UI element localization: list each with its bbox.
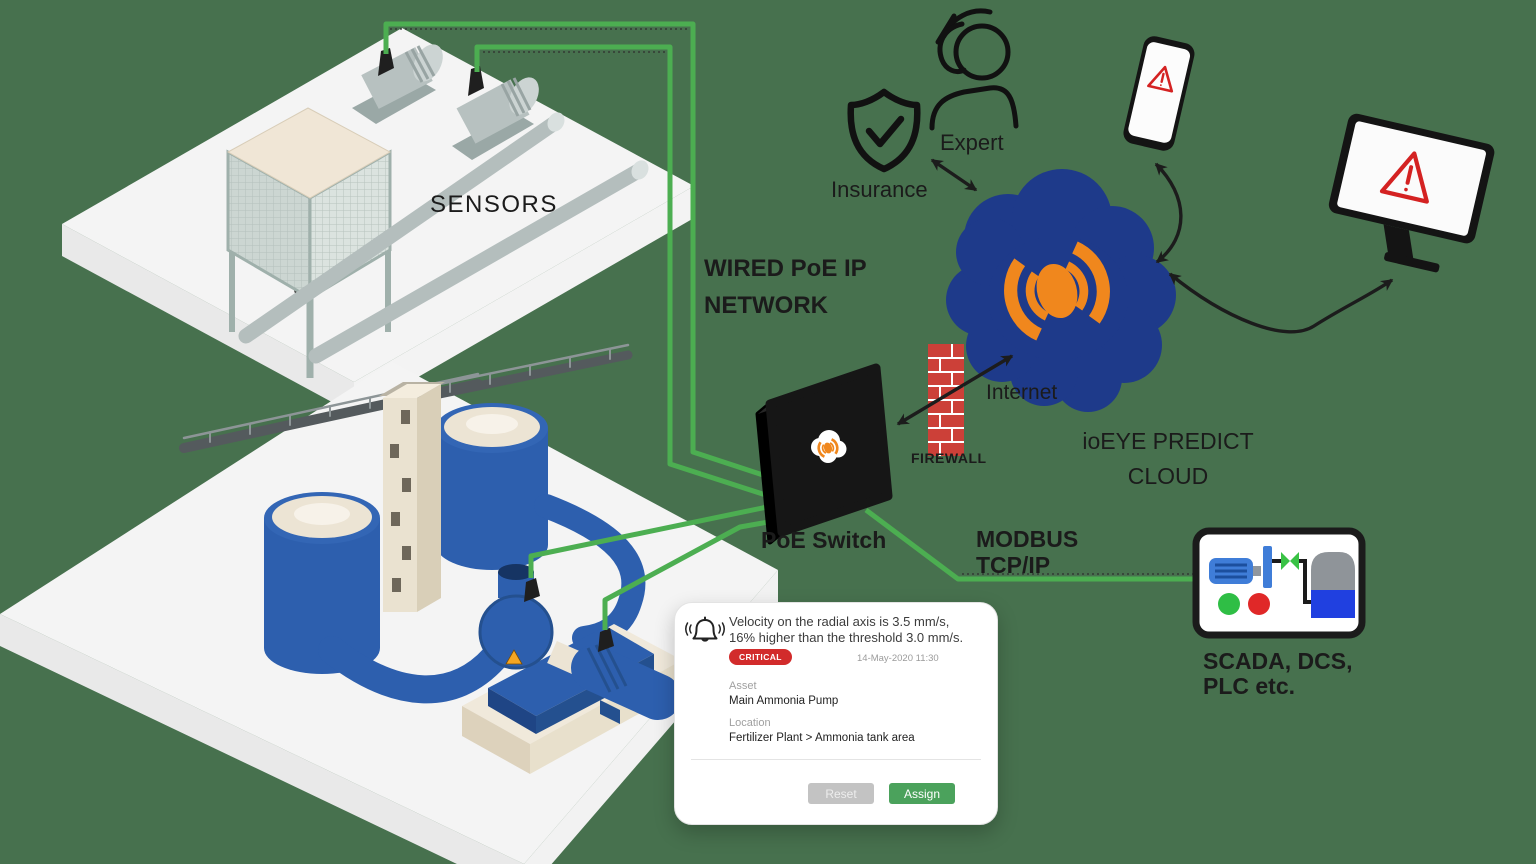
wired-network-line1: WIRED PoE IP: [704, 255, 867, 282]
alert-message: Velocity on the radial axis is 3.5 mm/s,…: [729, 614, 987, 645]
cloud-name-line1: ioEYE PREDICT: [1082, 428, 1254, 454]
internet-label: Internet: [986, 381, 1058, 404]
asset-label: Asset: [729, 680, 757, 692]
card-divider: [691, 759, 981, 760]
alert-message-line2: 16% higher than the threshold 3.0 mm/s.: [729, 629, 964, 645]
cloud-name-label: ioEYE PREDICT CLOUD: [1080, 424, 1256, 494]
assign-button[interactable]: Assign: [889, 783, 955, 804]
alert-notification-card: Velocity on the radial axis is 3.5 mm/s,…: [674, 602, 998, 825]
alert-message-line1: Velocity on the radial axis is 3.5 mm/s,: [729, 614, 950, 629]
firewall-brick-icon: [928, 344, 964, 456]
warning-triangle-icon: [1147, 65, 1174, 93]
ammonia-tank-illustration: [436, 403, 548, 570]
expert-label: Expert: [940, 130, 1004, 155]
firewall-label: FIREWALL: [911, 450, 987, 466]
modbus-label: MODBUS TCP/IP: [976, 526, 1078, 578]
alarm-bell-icon: [685, 616, 725, 642]
status-light-red: [1248, 593, 1270, 615]
expert-person-icon: [929, 8, 1019, 131]
scada-panel-icon: [1192, 527, 1366, 639]
switch-cloud-logo-icon: [811, 430, 847, 463]
pump-warning-sticker-icon: [505, 649, 523, 665]
critical-badge: CRITICAL: [729, 649, 792, 665]
connection-arrows: [896, 158, 1394, 426]
motor-with-sensor: [352, 44, 443, 124]
wired-network-line2: NETWORK: [704, 292, 828, 319]
modbus-cable: [864, 508, 1196, 582]
sensors-platform-illustration: [62, 28, 694, 414]
monitor-alert-illustration: [1328, 113, 1495, 273]
vibration-sensor-icon: [378, 48, 394, 76]
poe-switch-label: PoE Switch: [761, 527, 887, 553]
poe-cables: [383, 21, 1196, 630]
cable-dotted-guides: [390, 28, 1194, 575]
vibration-sensor-icon: [598, 628, 614, 652]
pipe: [318, 636, 508, 704]
modbus-line1: MODBUS: [976, 526, 1079, 552]
location-label: Location: [729, 717, 771, 729]
status-light-green: [1218, 593, 1240, 615]
alert-timestamp: 14-May-2020 11:30: [857, 653, 939, 664]
scada-line1: SCADA, DCS,: [1203, 648, 1353, 674]
scada-label: SCADA, DCS, PLC etc.: [1203, 649, 1353, 699]
caged-equipment-illustration: [226, 107, 392, 378]
tower-illustration: [379, 382, 445, 612]
scada-line2: PLC etc.: [1203, 673, 1296, 699]
modbus-line2: TCP/IP: [976, 552, 1051, 578]
cloud-name-line2: CLOUD: [1127, 463, 1209, 489]
poe-switch-icon: [755, 363, 893, 545]
vibration-sensor-icon: [524, 578, 540, 602]
location-value: Fertilizer Plant > Ammonia tank area: [729, 732, 915, 744]
motor-with-sensor: [452, 66, 539, 160]
plant-platform-illustration: [0, 343, 778, 864]
insurance-label: Insurance: [831, 177, 928, 202]
vibration-sensor-icon: [468, 66, 484, 96]
warning-triangle-icon: [1379, 151, 1429, 204]
reset-button[interactable]: Reset: [808, 783, 874, 804]
asset-value: Main Ammonia Pump: [729, 695, 839, 707]
wired-network-label: WIRED PoE IP NETWORK: [704, 250, 867, 324]
ammonia-pump-illustration: [478, 564, 681, 724]
phone-alert-illustration: [1123, 36, 1195, 151]
shield-check-icon: [847, 88, 921, 173]
ammonia-tank-illustration: [264, 492, 380, 674]
sensors-label: SENSORS: [430, 191, 558, 218]
